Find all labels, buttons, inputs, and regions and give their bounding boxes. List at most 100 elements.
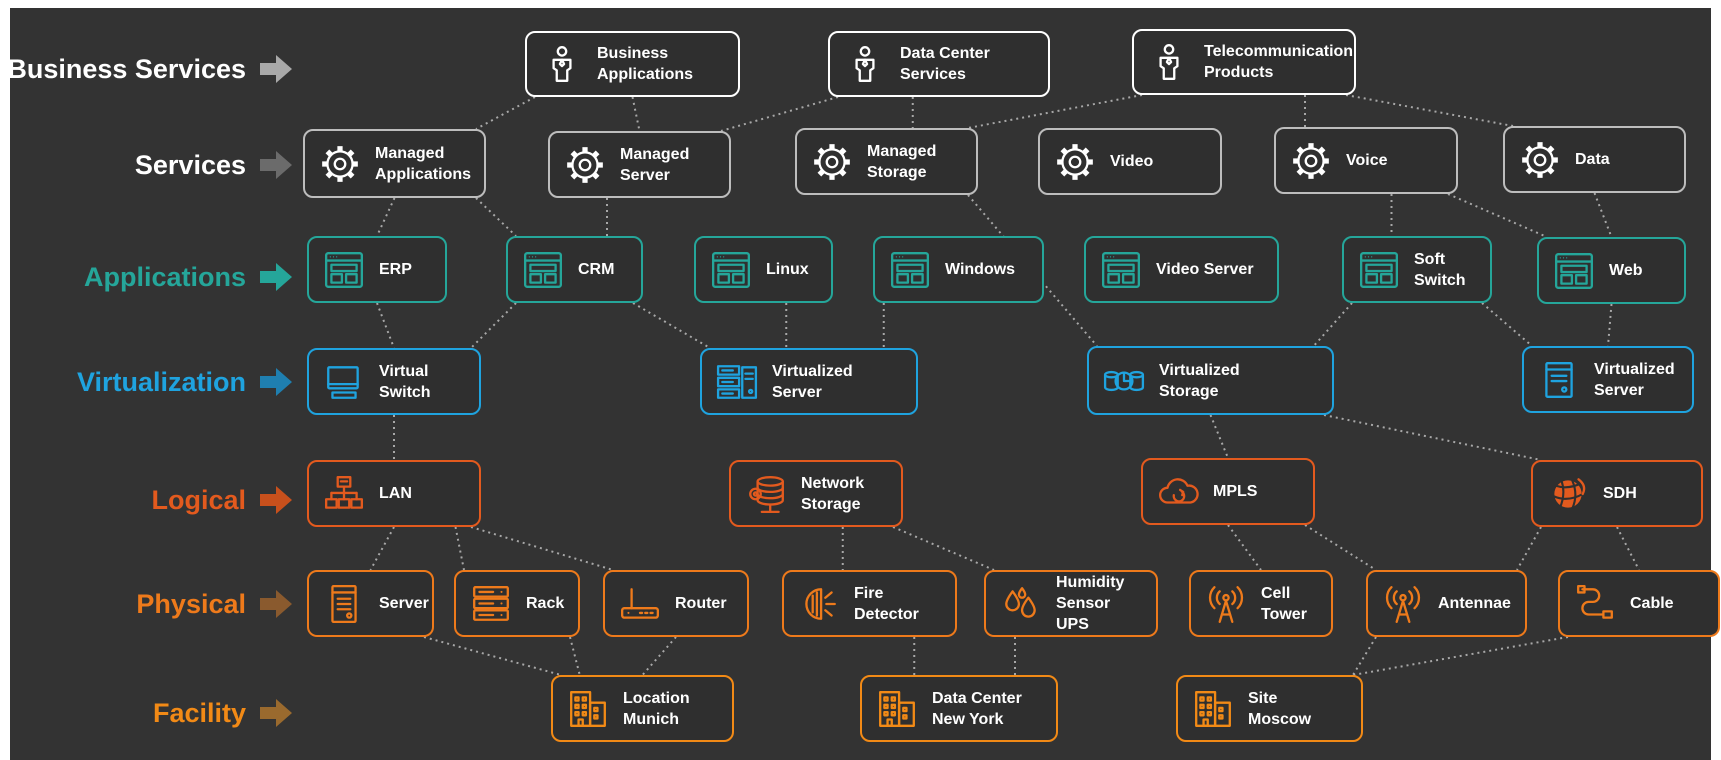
layer-label: Applications [83, 261, 246, 292]
node-managed-storage[interactable]: Managed Storage [795, 128, 978, 195]
network-tree-icon [323, 473, 365, 515]
building-icon [567, 688, 609, 730]
layer-facility: Facility [0, 693, 292, 733]
node-label: Windows [945, 261, 1016, 278]
cable-icon [1574, 583, 1616, 625]
node-soft-switch[interactable]: Soft Switch [1342, 236, 1492, 303]
node-erp[interactable]: ERP [307, 236, 447, 303]
node-fire-detector[interactable]: Fire Detector [782, 570, 957, 637]
node-web[interactable]: Web [1537, 237, 1686, 304]
router-icon [619, 583, 661, 625]
node-linux[interactable]: Linux [694, 236, 833, 303]
layer-logical: Logical [0, 480, 292, 520]
node-label: Server [379, 595, 429, 612]
node-label: Data Center Services [900, 45, 990, 83]
app-window-icon [323, 249, 365, 291]
node-antennae[interactable]: Antennae [1366, 570, 1527, 637]
antenna-icon [1382, 583, 1424, 625]
node-virtualized-storage[interactable]: Virtualized Storage [1087, 346, 1334, 415]
node-label: SDH [1603, 485, 1637, 502]
node-crm[interactable]: CRM [506, 236, 643, 303]
person-icon [541, 43, 583, 85]
node-managed-applications[interactable]: Managed Applications [303, 129, 486, 198]
node-label: LAN [379, 485, 412, 502]
node-label: Telecommunication Products [1204, 43, 1354, 81]
node-lan[interactable]: LAN [307, 460, 481, 527]
node-label: MPLS [1213, 483, 1258, 500]
node-label: Managed Server [620, 145, 690, 184]
fire-detector-icon [798, 583, 840, 625]
node-server[interactable]: Server [307, 570, 434, 637]
layer-arrow-icon [260, 151, 292, 179]
node-mpls[interactable]: MPLS [1141, 458, 1315, 525]
server-doc-icon [1538, 359, 1580, 401]
node-virtualized-server-2[interactable]: Virtualized Server [1522, 346, 1694, 413]
node-location-munich[interactable]: Location Munich [551, 675, 734, 742]
node-label: Video Server [1156, 261, 1254, 278]
node-telecommunication-products[interactable]: Telecommunication Products [1132, 29, 1356, 95]
layer-arrow-icon [260, 486, 292, 514]
node-label: Voice [1346, 152, 1388, 169]
node-video[interactable]: Video [1038, 128, 1222, 195]
node-cell-tower[interactable]: Cell Tower [1189, 570, 1333, 637]
node-label: Business Applications [597, 45, 694, 83]
antenna-icon [1205, 583, 1247, 625]
node-label: Virtual Switch [379, 362, 431, 401]
layer-arrow-icon [260, 263, 292, 291]
droplets-icon [1000, 583, 1042, 625]
node-data[interactable]: Data [1503, 126, 1686, 193]
node-rack[interactable]: Rack [454, 570, 580, 637]
node-business-applications[interactable]: Business Applications [525, 31, 740, 97]
gear-icon [319, 143, 361, 185]
layer-label: Virtualization [76, 366, 246, 397]
node-virtual-switch[interactable]: Virtual Switch [307, 348, 481, 415]
node-label: Fire Detector [854, 584, 919, 623]
node-router[interactable]: Router [603, 570, 749, 637]
node-virtualized-server-1[interactable]: Virtualized Server [700, 348, 918, 415]
layer-business: Business Services [0, 49, 292, 89]
node-cable[interactable]: Cable [1558, 570, 1720, 637]
layer-virtualization: Virtualization [0, 362, 292, 402]
gear-icon [1290, 140, 1332, 182]
node-managed-server[interactable]: Managed Server [548, 131, 731, 198]
layer-arrow-icon [260, 368, 292, 396]
rack-icon [470, 583, 512, 625]
building-icon [876, 688, 918, 730]
layer-physical: Physical [0, 584, 292, 624]
gear-icon [564, 144, 606, 186]
node-label: Virtualized Storage [1159, 361, 1240, 400]
layer-arrow-icon [260, 590, 292, 618]
node-label: Data [1575, 151, 1610, 168]
app-window-icon [710, 249, 752, 291]
node-windows[interactable]: Windows [873, 236, 1044, 303]
node-video-server[interactable]: Video Server [1084, 236, 1279, 303]
node-sdh[interactable]: SDH [1531, 460, 1703, 527]
layer-services: Services [0, 145, 292, 185]
app-window-icon [889, 249, 931, 291]
node-label: Data Center New York [932, 689, 1022, 728]
layer-arrow-icon [260, 699, 292, 727]
layer-label: Services [134, 149, 246, 180]
node-humidity-sensor-ups[interactable]: Humidity Sensor UPS [984, 570, 1158, 637]
gear-icon [1519, 139, 1561, 181]
node-label: Managed Applications [375, 144, 472, 183]
node-label: Humidity Sensor UPS [1056, 574, 1125, 633]
node-label: Location Munich [623, 689, 690, 728]
node-network-storage[interactable]: Network Storage [729, 460, 903, 527]
node-label: Rack [526, 595, 565, 612]
node-data-center-services[interactable]: Data Center Services [828, 31, 1050, 97]
node-voice[interactable]: Voice [1274, 127, 1458, 194]
node-label: Soft Switch [1414, 250, 1466, 289]
layer-label: Physical [136, 588, 246, 619]
server-stack-icon [716, 361, 758, 403]
server-tower-icon [323, 583, 365, 625]
gear-icon [811, 141, 853, 183]
node-label: Network Storage [801, 474, 865, 513]
node-data-center-new-york[interactable]: Data Center New York [860, 675, 1058, 742]
database-gear-icon [745, 473, 787, 515]
layer-label: Business Services [7, 53, 246, 84]
node-site-moscow[interactable]: Site Moscow [1176, 675, 1363, 742]
storage-pie-icon [1103, 360, 1145, 402]
node-label: Cell Tower [1261, 584, 1307, 623]
node-label: Cable [1630, 595, 1674, 612]
